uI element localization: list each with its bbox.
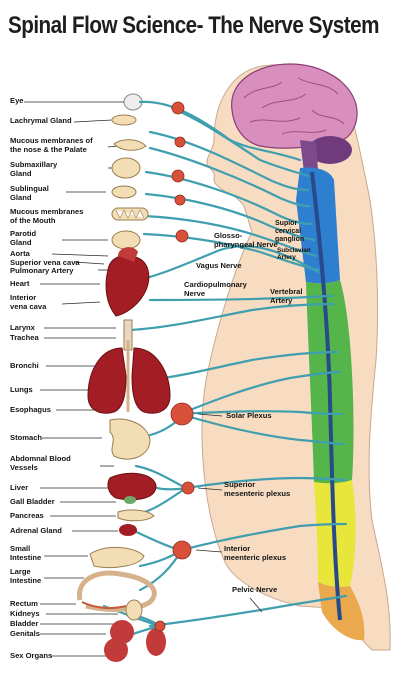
label-esophagus: Esophagus bbox=[10, 405, 51, 414]
brain bbox=[231, 63, 358, 149]
label-pelvic-nerve: Pelvic Nerve bbox=[232, 585, 278, 594]
label-kidneys: Kidneys bbox=[10, 609, 40, 618]
label-larynx: Larynx bbox=[10, 323, 35, 332]
small-intestine-shape bbox=[89, 547, 145, 569]
lachrymal-gland-shape bbox=[111, 114, 137, 126]
sex-organ-shape-left bbox=[104, 638, 128, 662]
right-lung-shape bbox=[131, 347, 171, 414]
pancreas-shape bbox=[117, 509, 155, 522]
label-trachea: Trachea bbox=[10, 333, 39, 342]
ganglion-sublingual bbox=[174, 194, 186, 206]
ganglion-interior-mesenteric bbox=[172, 540, 192, 560]
label-bronchi: Bronchi bbox=[10, 361, 39, 370]
organs bbox=[77, 114, 171, 662]
submaxillary-gland-shape bbox=[111, 157, 141, 179]
ganglion-solar-plexus bbox=[170, 402, 194, 426]
label-adrenal-gland: Adrenal Gland bbox=[10, 526, 62, 535]
label-vagus-nerve: Vagus Nerve bbox=[196, 261, 242, 270]
label-genitals: Genitals bbox=[10, 629, 40, 638]
label-lungs: Lungs bbox=[10, 385, 33, 394]
label-bladder: Bladder bbox=[10, 619, 39, 628]
label-rectum: Rectum bbox=[10, 599, 38, 608]
brain-folds bbox=[243, 77, 345, 135]
spinal-cord bbox=[310, 171, 342, 621]
label-liver: Liver bbox=[10, 483, 29, 492]
heart-shape bbox=[105, 254, 150, 317]
label-lachrymal-gland: Lachrymal Gland bbox=[10, 116, 72, 125]
large-intestine-shape bbox=[77, 570, 157, 612]
brainstem bbox=[300, 140, 318, 172]
ganglion-parotid bbox=[175, 229, 189, 243]
kidney-shape bbox=[125, 599, 143, 621]
aorta-shape bbox=[118, 247, 138, 262]
liver-shape bbox=[107, 472, 157, 501]
sex-organ-shape-right bbox=[146, 628, 166, 656]
sublingual-gland-shape bbox=[111, 185, 137, 199]
label-superior-vena-cava: Superior vena cava bbox=[10, 258, 80, 267]
rectum-shape bbox=[81, 601, 127, 610]
gall-bladder-shape bbox=[124, 496, 136, 504]
adrenal-gland-shape bbox=[119, 524, 137, 536]
left-lung-shape bbox=[87, 347, 127, 414]
label-pointer-lines bbox=[24, 101, 263, 657]
teeth-shape bbox=[115, 209, 145, 219]
nose-palate-shape bbox=[113, 139, 147, 151]
label-aorta: Aorta bbox=[10, 249, 30, 258]
ganglion-submaxillary bbox=[171, 169, 185, 183]
ganglia bbox=[154, 101, 195, 632]
diagram-title: Spinal Flow Science- The Nerve System bbox=[8, 12, 379, 39]
ganglion-sacral bbox=[154, 620, 166, 632]
label-eye: Eye bbox=[10, 96, 24, 105]
label-pancreas: Pancreas bbox=[10, 511, 44, 520]
label-solar-plexus: Solar Plexus bbox=[226, 411, 272, 420]
label-gall-bladder: Gall Bladder bbox=[10, 497, 55, 506]
ganglion-nose bbox=[174, 136, 186, 148]
label-pulmonary-artery: Pulmonary Artery bbox=[10, 266, 74, 275]
label-stomach: Stomach bbox=[10, 433, 43, 442]
parotid-gland-shape bbox=[111, 230, 141, 250]
cerebellum bbox=[308, 136, 352, 164]
stomach-shape bbox=[109, 418, 151, 460]
spine-sacral bbox=[318, 582, 365, 641]
label-heart: Heart bbox=[10, 279, 30, 288]
ganglion-eye bbox=[171, 101, 185, 115]
ganglion-superior-mesenteric bbox=[181, 481, 195, 495]
label-sex-organs: Sex Organs bbox=[10, 651, 53, 660]
label-glossopharyngeal-nerve: Glosso-pharyngeal Nerve bbox=[214, 231, 278, 249]
